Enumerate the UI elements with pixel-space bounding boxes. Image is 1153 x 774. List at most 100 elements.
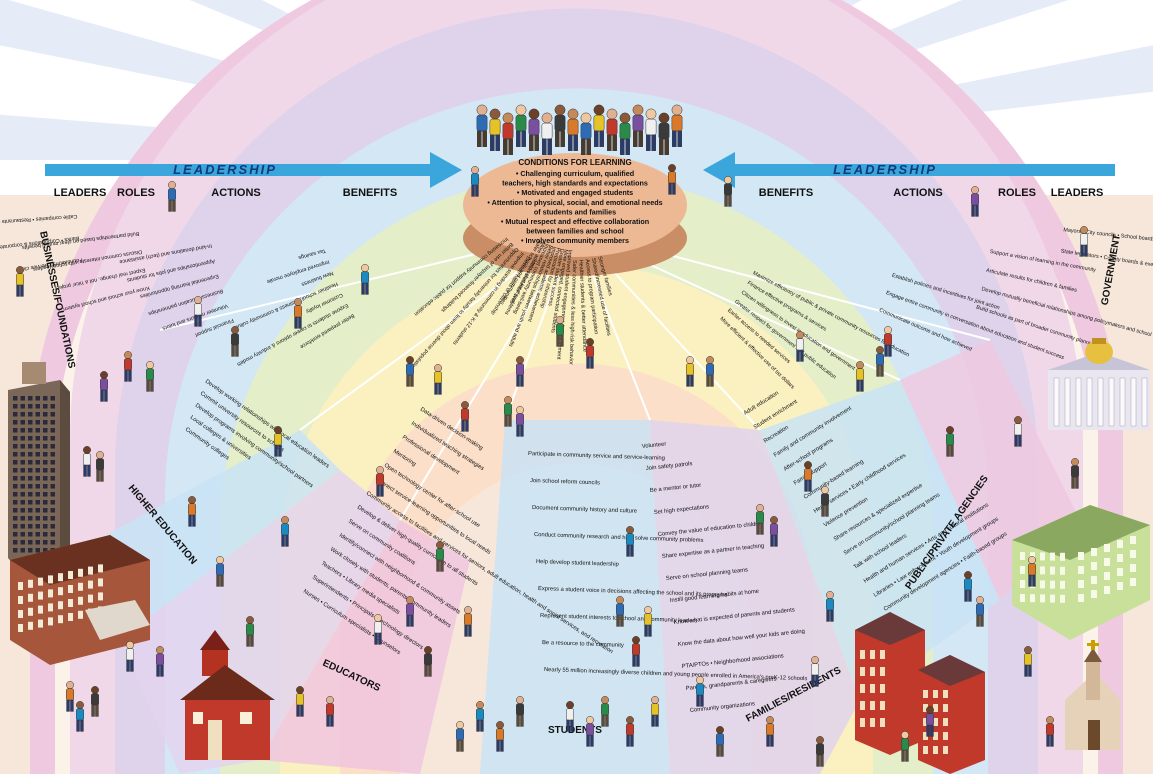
person-figure [464,606,472,637]
person-figure [724,176,732,207]
person-figure [376,466,384,497]
band-text-families: Volunteer [642,441,667,450]
conditions-title: CONDITIONS FOR LEARNING [518,158,631,167]
condition-item: • Involved community members [521,236,629,245]
person-figure [361,264,369,295]
person-figure [436,541,444,572]
header-actions-right: ACTIONS [893,187,943,199]
condition-item: teachers, high standards and expectation… [502,179,648,188]
person-figure [586,716,594,747]
person-figure [796,331,804,362]
leadership-arrow-left: LEADERSHIP [45,152,462,188]
university-building-illustration [10,535,150,665]
band-text-students: Help develop student leadership [536,559,619,568]
person-figure [556,316,564,347]
person-figure [606,108,618,152]
person-figure [658,112,670,156]
platform-people [476,104,683,156]
person-figure [326,696,334,727]
band-text-students: Conduct community research and help solv… [534,532,704,544]
people-illustrations [16,164,1088,767]
person-figure [294,298,302,329]
person-figure [816,736,824,767]
person-figure [856,361,864,392]
person-figure [567,108,579,152]
schoolhouse-illustration [180,630,275,760]
person-figure [216,556,224,587]
person-figure [194,296,202,327]
header-leaders-right: LEADERS [1051,187,1104,199]
person-figure [476,701,484,732]
apartment-buildings-illustration [855,612,985,774]
person-figure [1080,226,1088,257]
person-figure [76,701,84,732]
conditions-platform: CONDITIONS FOR LEARNING • Challenging cu… [463,153,687,276]
condition-item: • Mutual respect and effective collabora… [501,217,649,226]
person-figure [964,571,972,602]
person-figure [374,614,382,645]
person-figure [406,596,414,627]
band-text-students: Be a resource to the community [542,640,624,649]
person-figure [651,696,659,727]
person-figure [124,351,132,382]
band-text-families: Join safety patrols [646,461,693,472]
sector-bands [60,340,1080,774]
person-figure [644,606,652,637]
condition-item: • Challenging curriculum, qualified [516,169,634,178]
condition-item: • Attention to physical, social, and emo… [487,198,662,207]
leadership-label-right: LEADERSHIP [833,162,937,177]
person-figure [756,504,764,535]
header-roles-left: ROLES [117,187,155,199]
person-figure [826,591,834,622]
person-figure [601,696,609,727]
person-figure [188,496,196,527]
person-figure [91,686,99,717]
person-figure [811,656,819,687]
condition-item: • Motivated and engaged students [517,188,633,197]
person-figure [626,716,634,747]
person-figure [231,326,239,357]
person-figure [580,112,592,156]
band-text-families: Be a mentor or tutor [650,483,702,494]
person-figure [100,371,108,402]
leadership-label-left: LEADERSHIP [173,162,277,177]
header-actions-left: ACTIONS [211,187,261,199]
person-figure [515,104,527,148]
person-figure [821,486,829,517]
person-figure [83,446,91,477]
person-figure [706,356,714,387]
person-figure [66,681,74,712]
person-figure [632,636,640,667]
column-headers-right: BENEFITS ACTIONS ROLES LEADERS [759,187,1103,199]
band-text-students: Participate in community service and ser… [528,451,665,462]
person-figure [645,108,657,152]
person-figure [1024,646,1032,677]
person-figure [504,396,512,427]
person-figure [516,356,524,387]
person-figure [168,181,176,212]
person-figure [554,104,566,148]
person-figure [566,701,574,732]
band-text-students: Document community history and culture [532,505,637,515]
person-figure [516,406,524,437]
person-figure [406,356,414,387]
person-figure [471,166,479,197]
church-illustration [1065,640,1120,750]
person-figure [619,112,631,156]
person-figure [424,646,432,677]
person-figure [516,696,524,727]
person-figure [246,616,254,647]
person-figure [876,346,884,377]
person-figure [696,676,704,707]
person-figure [296,686,304,717]
person-figure [926,706,934,737]
person-figure [146,361,154,392]
header-benefits-left: BENEFITS [343,187,397,199]
person-figure [126,641,134,672]
person-figure [1071,458,1079,489]
person-figure [626,526,634,557]
header-benefits-right: BENEFITS [759,187,813,199]
radial-text-center_right: Safer communities & less high-risk behav… [568,260,578,365]
